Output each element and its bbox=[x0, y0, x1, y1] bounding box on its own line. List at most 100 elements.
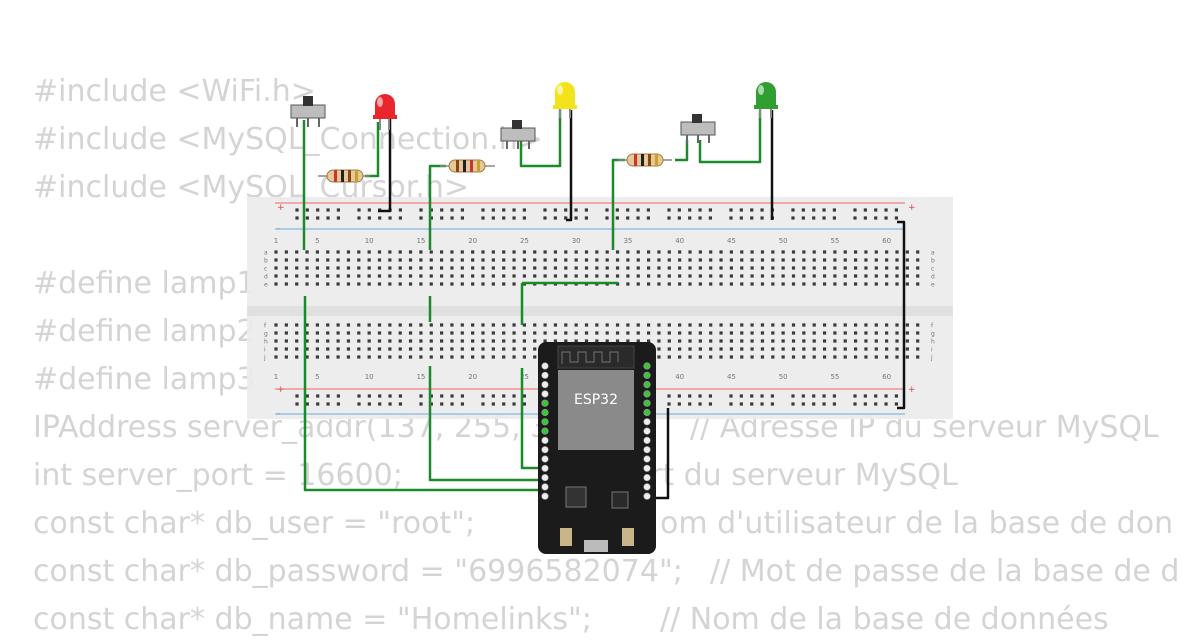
breadboard-hole bbox=[833, 258, 837, 262]
breadboard-hole bbox=[553, 339, 558, 343]
breadboard-hole bbox=[884, 216, 888, 220]
row-letter: i bbox=[264, 347, 266, 354]
breadboard-hole bbox=[688, 402, 692, 406]
breadboard-hole bbox=[315, 355, 319, 359]
esp32-pin bbox=[541, 390, 549, 398]
breadboard-hole bbox=[336, 402, 340, 406]
breadboard-hole bbox=[905, 347, 909, 351]
breadboard-hole bbox=[802, 355, 806, 359]
breadboard-hole bbox=[502, 258, 506, 262]
breadboard-hole bbox=[274, 266, 278, 270]
esp32-pin bbox=[541, 418, 549, 426]
row-letter: c bbox=[931, 266, 934, 273]
breadboard-hole bbox=[719, 250, 723, 254]
breadboard-hole bbox=[626, 331, 630, 335]
breadboard-hole bbox=[450, 266, 454, 270]
breadboard-hole bbox=[295, 208, 299, 212]
led-yellow bbox=[553, 82, 577, 118]
esp32-pin bbox=[643, 455, 651, 463]
breadboard-hole bbox=[605, 339, 609, 343]
breadboard-hole bbox=[460, 355, 464, 359]
breadboard-hole bbox=[295, 339, 299, 343]
breadboard-hole bbox=[832, 402, 836, 406]
breadboard-hole bbox=[460, 258, 464, 262]
esp32-pin bbox=[541, 446, 549, 454]
breadboard-hole bbox=[326, 339, 330, 343]
breadboard-hole bbox=[688, 323, 692, 327]
breadboard-hole bbox=[770, 394, 774, 398]
breadboard-hole bbox=[760, 323, 765, 327]
breadboard-hole bbox=[533, 331, 537, 335]
breadboard-hole bbox=[667, 402, 671, 406]
breadboard-hole bbox=[408, 355, 413, 359]
column-number: 5 bbox=[315, 373, 319, 381]
column-number: 30 bbox=[572, 237, 581, 245]
breadboard-hole bbox=[750, 282, 754, 286]
breadboard-hole bbox=[284, 282, 288, 286]
breadboard-hole bbox=[543, 339, 547, 343]
breadboard-hole bbox=[512, 347, 516, 351]
breadboard-hole bbox=[760, 282, 765, 286]
breadboard-hole bbox=[739, 402, 743, 406]
breadboard-hole bbox=[295, 258, 299, 262]
breadboard-hole bbox=[429, 250, 433, 254]
breadboard-hole bbox=[440, 208, 444, 212]
breadboard-hole bbox=[905, 282, 909, 286]
breadboard-hole bbox=[688, 355, 692, 359]
breadboard-hole bbox=[533, 347, 537, 351]
breadboard-hole bbox=[388, 250, 392, 254]
breadboard-hole bbox=[502, 331, 506, 335]
breadboard-hole bbox=[647, 282, 651, 286]
breadboard-hole bbox=[677, 216, 681, 220]
slide-switch-1 bbox=[290, 96, 326, 127]
breadboard-hole bbox=[336, 347, 340, 351]
breadboard-hole bbox=[398, 250, 402, 254]
breadboard-hole bbox=[885, 339, 889, 343]
breadboard-hole bbox=[522, 216, 526, 220]
breadboard-hole bbox=[874, 355, 878, 359]
breadboard-hole bbox=[678, 339, 682, 343]
breadboard-hole bbox=[729, 355, 733, 359]
breadboard-hole bbox=[274, 323, 278, 327]
breadboard-hole bbox=[429, 208, 433, 212]
breadboard-hole bbox=[367, 274, 371, 278]
breadboard-hole bbox=[419, 250, 423, 254]
breadboard-hole bbox=[491, 394, 495, 398]
breadboard-hole bbox=[419, 347, 423, 351]
breadboard-hole bbox=[336, 339, 340, 343]
breadboard-hole bbox=[408, 282, 413, 286]
breadboard-hole bbox=[553, 208, 557, 212]
breadboard-hole bbox=[357, 282, 361, 286]
breadboard-hole bbox=[522, 402, 526, 406]
breadboard-hole bbox=[791, 323, 796, 327]
breadboard-hole bbox=[419, 339, 423, 343]
breadboard-hole bbox=[460, 216, 464, 220]
column-number: 60 bbox=[882, 373, 891, 381]
breadboard-hole bbox=[802, 266, 806, 270]
breadboard-hole bbox=[543, 274, 547, 278]
column-number: 40 bbox=[675, 373, 684, 381]
breadboard-hole bbox=[502, 355, 506, 359]
rail-minus-top: - bbox=[277, 224, 280, 234]
breadboard-hole bbox=[522, 347, 526, 351]
breadboard-hole bbox=[647, 331, 651, 335]
breadboard-hole bbox=[812, 274, 816, 278]
breadboard-hole bbox=[853, 208, 857, 212]
breadboard-hole bbox=[522, 266, 526, 270]
breadboard-hole bbox=[305, 282, 309, 286]
breadboard-hole bbox=[781, 347, 785, 351]
esp32-pin bbox=[643, 492, 651, 500]
breadboard-hole bbox=[533, 355, 537, 359]
breadboard-hole bbox=[388, 402, 392, 406]
breadboard-hole bbox=[885, 266, 889, 270]
breadboard-hole bbox=[491, 208, 495, 212]
breadboard-hole bbox=[771, 250, 775, 254]
breadboard-hole bbox=[740, 355, 744, 359]
breadboard-hole bbox=[719, 339, 723, 343]
breadboard-hole bbox=[864, 274, 868, 278]
breadboard-hole bbox=[491, 339, 495, 343]
led-green bbox=[754, 82, 778, 118]
breadboard-hole bbox=[688, 266, 692, 270]
breadboard-hole bbox=[305, 394, 309, 398]
breadboard-hole bbox=[657, 266, 661, 270]
